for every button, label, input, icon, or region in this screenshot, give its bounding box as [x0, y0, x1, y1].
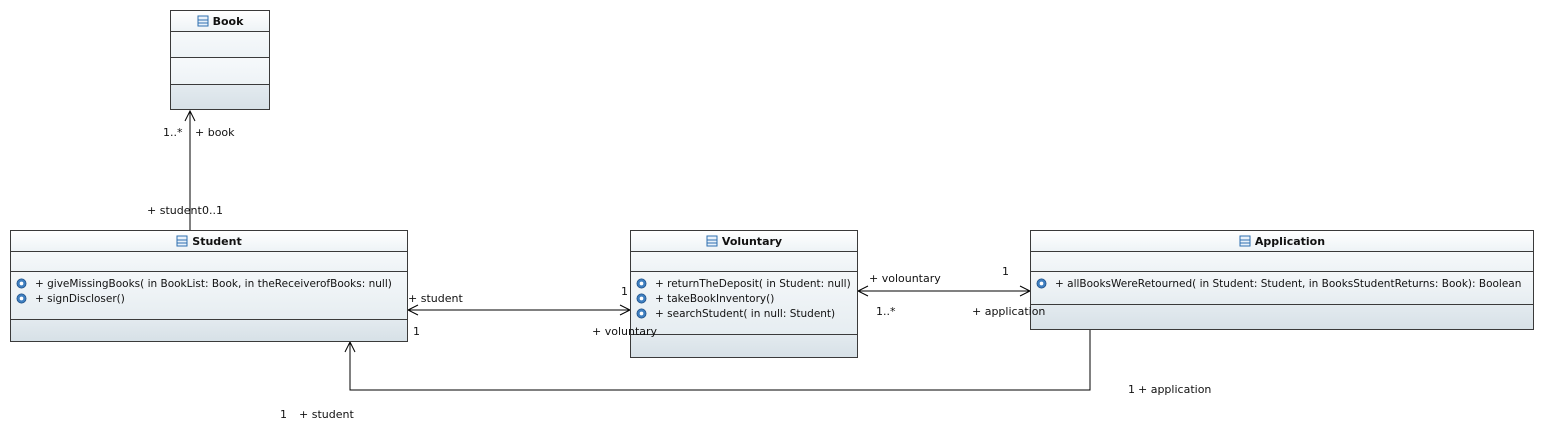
operation-gear-icon — [636, 278, 647, 289]
role-label: + application — [972, 305, 1046, 318]
arrowhead-student-end — [406, 304, 419, 316]
operation-item[interactable]: + returnTheDeposit( in Student: null) — [631, 276, 857, 291]
extra-compartment — [11, 320, 407, 341]
role-label: + student — [299, 408, 354, 421]
class-student[interactable]: Student + giveMissingBooks( in BookList:… — [10, 230, 408, 342]
operation-item[interactable]: + allBooksWereRetourned( in Student: Stu… — [1031, 276, 1533, 291]
role-label: + volountary — [869, 272, 941, 285]
assoc-application-student[interactable] — [349, 330, 1091, 391]
arrowhead-voluntary-left — [856, 285, 869, 297]
extra-compartment — [631, 335, 857, 357]
operations-compartment: + allBooksWereRetourned( in Student: Stu… — [1031, 272, 1533, 305]
multiplicity-label: 1 — [621, 285, 628, 298]
extra-compartment — [171, 85, 269, 109]
class-name: Application — [1254, 234, 1326, 248]
operations-compartment: + giveMissingBooks( in BookList: Book, i… — [11, 272, 407, 320]
operation-item[interactable]: + giveMissingBooks( in BookList: Book, i… — [11, 276, 407, 291]
class-icon — [1239, 235, 1251, 247]
role-label: + book — [195, 126, 235, 139]
operation-gear-icon — [636, 293, 647, 304]
operations-compartment: + returnTheDeposit( in Student: null) + … — [631, 272, 857, 335]
class-icon — [197, 15, 209, 27]
operation-gear-icon — [1036, 278, 1047, 289]
class-icon — [176, 235, 188, 247]
arrowhead-student-bottom — [344, 340, 356, 353]
attributes-compartment — [1031, 252, 1533, 272]
role-label: + student — [408, 292, 463, 305]
operation-gear-icon — [16, 293, 27, 304]
multiplicity-label: 1 — [280, 408, 287, 421]
class-voluntary[interactable]: Voluntary + returnTheDeposit( in Student… — [630, 230, 858, 358]
multiplicity-label: 1 — [1128, 383, 1135, 396]
multiplicity-label: 1 — [413, 325, 420, 338]
attributes-compartment — [171, 32, 269, 58]
operation-item[interactable]: + takeBookInventory() — [631, 291, 857, 306]
class-name: Student — [192, 234, 242, 248]
class-icon — [706, 235, 718, 247]
class-book[interactable]: Book — [170, 10, 270, 110]
class-name: Book — [212, 14, 244, 28]
operation-gear-icon — [16, 278, 27, 289]
role-label: + student — [147, 204, 202, 217]
class-application[interactable]: Application + allBooksWereRetourned( in … — [1030, 230, 1534, 330]
operation-gear-icon — [636, 308, 647, 319]
operations-compartment — [171, 58, 269, 85]
multiplicity-label: 1 — [1002, 265, 1009, 278]
operation-item[interactable]: + signDiscloser() — [11, 291, 407, 306]
operation-item[interactable]: + searchStudent( in null: Student) — [631, 306, 857, 321]
attributes-compartment — [631, 252, 857, 272]
class-name: Voluntary — [721, 234, 783, 248]
arrowhead-book — [184, 109, 196, 122]
multiplicity-label: 1..* — [876, 305, 896, 318]
role-label: + application — [1138, 383, 1212, 396]
role-label: + voluntary — [592, 325, 658, 338]
extra-compartment — [1031, 305, 1533, 329]
multiplicity-label: 0..1 — [202, 204, 223, 217]
attributes-compartment — [11, 252, 407, 272]
multiplicity-label: 1..* — [163, 126, 183, 139]
